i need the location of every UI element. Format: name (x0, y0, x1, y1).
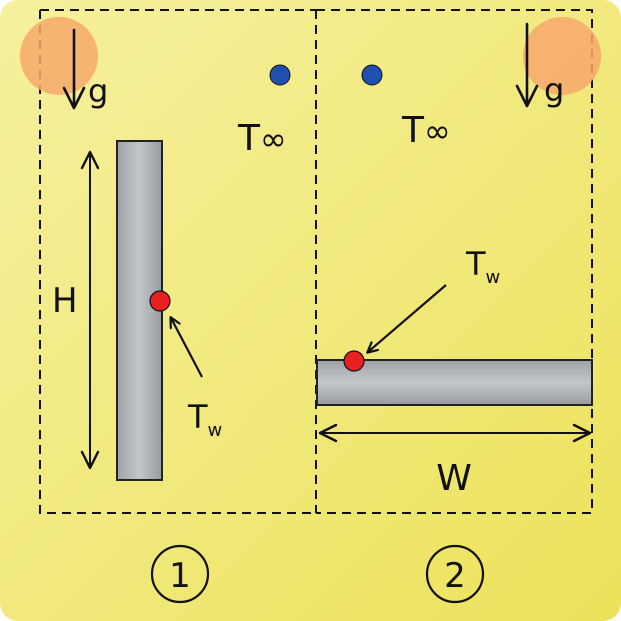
wall-label-sub: w (486, 267, 501, 288)
case-number: 1 (169, 556, 191, 596)
ambient-label-main: T (401, 110, 425, 151)
horizontal-plate (316, 359, 593, 406)
gravity-symbol: g (88, 72, 108, 110)
case-number-badge (425, 544, 485, 604)
ambient-temperature-label: T∞ (237, 118, 287, 159)
ambient-label-main: T (237, 118, 261, 159)
arrow-down-icon (515, 22, 539, 108)
case-number-badge (150, 544, 210, 604)
wall-label-main: T (187, 398, 208, 436)
ambient-point (269, 64, 291, 86)
wall-temperature-label: Tw (187, 398, 222, 441)
ambient-temperature-label: T∞ (401, 110, 451, 151)
vertical-plate (116, 140, 163, 481)
panel-2: g T∞ Tw W 2 (316, 9, 601, 604)
panel-1-boundary (39, 9, 316, 514)
wall-temperature-label: Tw (465, 245, 500, 288)
wall-point (343, 350, 365, 372)
wall-label-sub: w (208, 420, 223, 441)
arrow-down-icon (62, 28, 86, 110)
ambient-label-sub: ∞ (260, 120, 287, 158)
height-label: H (52, 281, 78, 321)
ambient-label-sub: ∞ (424, 112, 451, 150)
wall-pointer-arrow (368, 284, 447, 352)
case-number: 2 (444, 556, 466, 596)
wall-pointer-arrow (171, 318, 203, 378)
ambient-point (361, 64, 383, 86)
gravity-badge (523, 17, 601, 95)
wall-point (149, 290, 171, 312)
gravity-badge (20, 17, 98, 95)
gravity-symbol: g (544, 71, 564, 109)
panel-1: g T∞ H Tw 1 (20, 9, 316, 604)
width-label: W (436, 458, 472, 499)
panel-2-boundary (316, 9, 593, 514)
wall-label-main: T (465, 245, 486, 283)
